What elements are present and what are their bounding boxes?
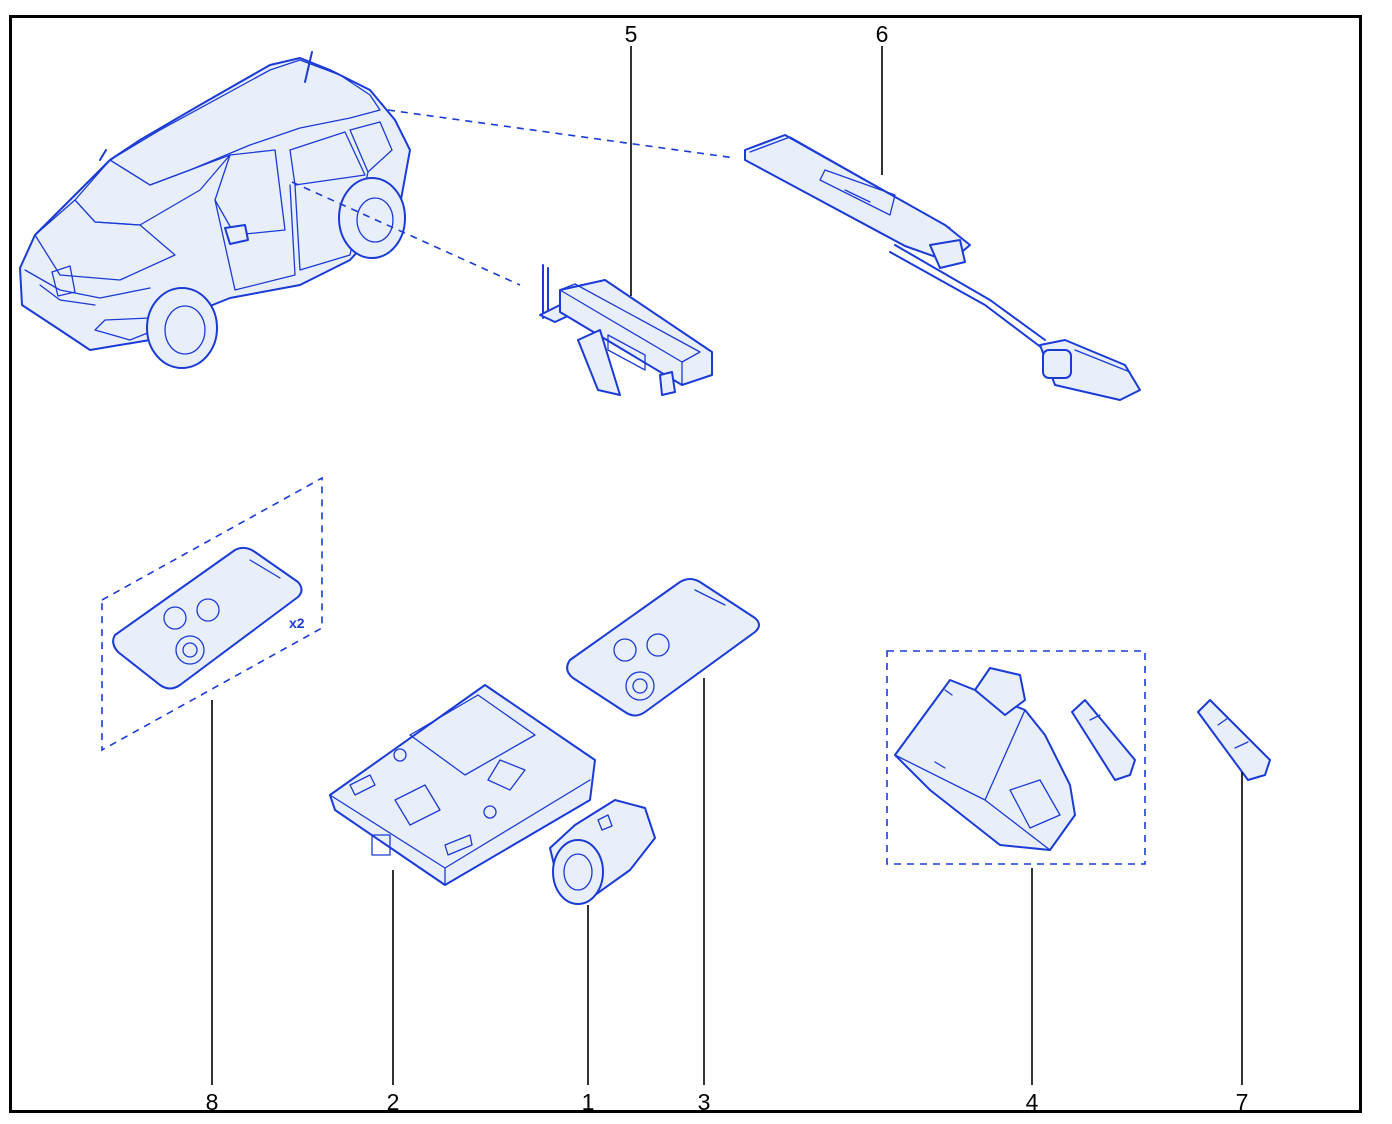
uch-module-icon — [744, 134, 1141, 401]
callout-1: 1 — [582, 1089, 595, 1115]
group-box-4 — [886, 650, 1146, 865]
callout-7: 7 — [1236, 1089, 1249, 1115]
callout-8: 8 — [206, 1089, 219, 1115]
callout-4: 4 — [1026, 1089, 1039, 1115]
callout-6: 6 — [876, 21, 889, 47]
card-reader-icon — [329, 684, 596, 886]
connection-line-6 — [387, 109, 736, 159]
callout-3: 3 — [698, 1089, 711, 1115]
antenna-module-icon — [539, 264, 713, 396]
callout-2: 2 — [387, 1089, 400, 1115]
keycard-icon-3 — [566, 578, 760, 717]
group-box-8 — [101, 476, 323, 752]
quantity-note-8: x2 — [289, 615, 305, 631]
lock-barrel-icon — [894, 667, 1136, 851]
ignition-switch-icon — [549, 799, 656, 905]
connection-line-5 — [291, 181, 521, 286]
callout-5: 5 — [625, 21, 638, 47]
car-icon — [19, 51, 411, 369]
pin-icon — [1197, 699, 1271, 781]
keycard-icon — [112, 546, 303, 690]
